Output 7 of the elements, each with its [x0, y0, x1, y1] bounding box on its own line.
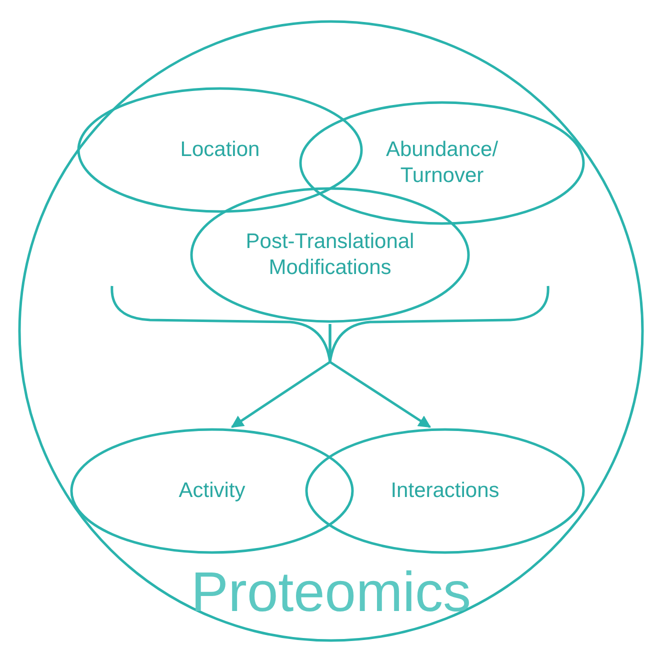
node-label: Abundance/ Turnover [384, 137, 500, 189]
node-label: Location [179, 137, 261, 163]
node-label: Post-Translational Modifications [245, 229, 415, 281]
arrow [328, 324, 432, 428]
node-label: Interactions [390, 478, 500, 504]
node-label: Activity [178, 478, 246, 504]
background-title: Proteomics [190, 561, 472, 623]
